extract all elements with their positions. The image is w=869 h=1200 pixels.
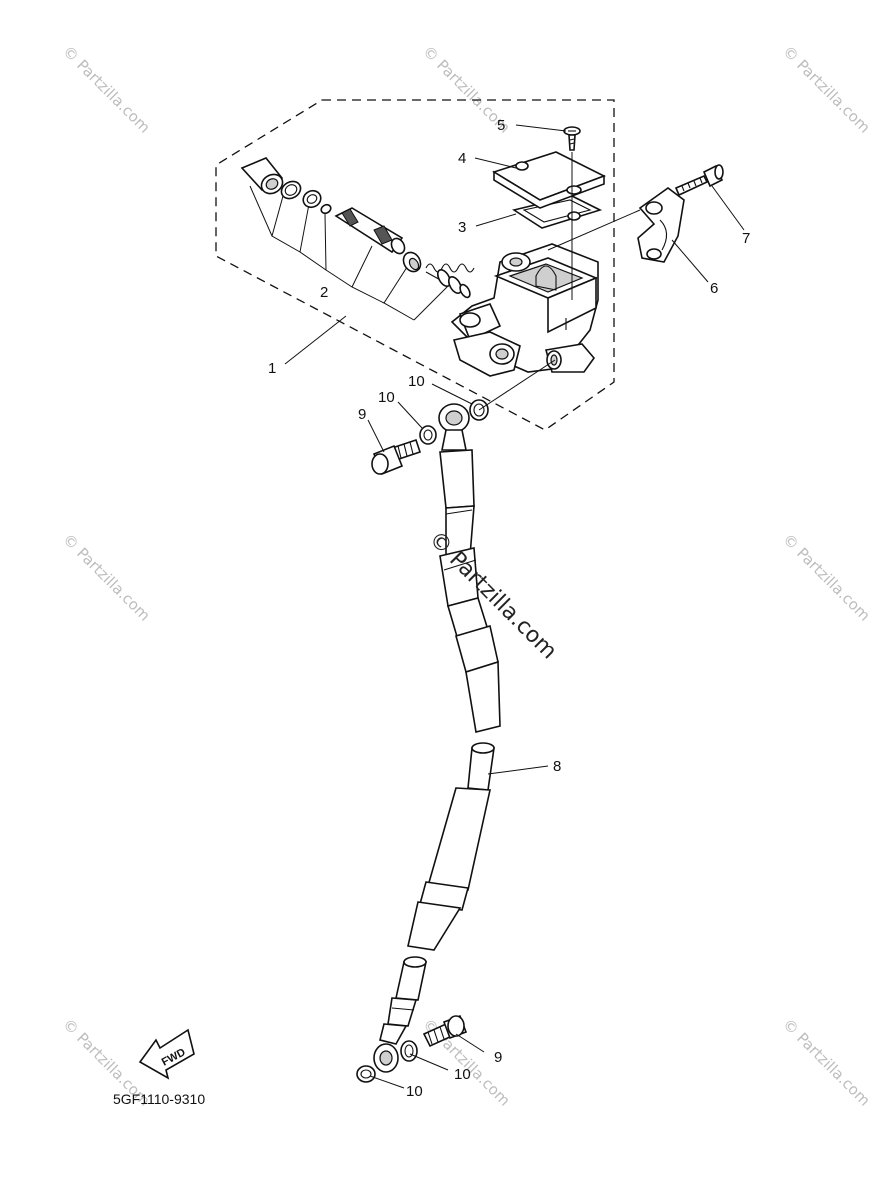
lower-banjo-assembly bbox=[356, 1014, 468, 1083]
washer bbox=[302, 189, 322, 209]
reservoir-cap bbox=[492, 151, 606, 209]
circlip bbox=[280, 180, 302, 200]
piston bbox=[334, 207, 406, 255]
assembly-outline bbox=[215, 99, 615, 431]
callout-4: 4 bbox=[458, 150, 466, 167]
callout-3: 3 bbox=[458, 219, 466, 236]
watermark-bottom-right: © Partzilla.com bbox=[779, 1015, 869, 1110]
piston-kit-bracket bbox=[249, 185, 453, 321]
bracket-alignment-line bbox=[547, 209, 641, 251]
watermark-mid-left: © Partzilla.com bbox=[59, 530, 154, 625]
clamp-bracket bbox=[637, 187, 685, 263]
lower-banjo-fitting bbox=[373, 1043, 399, 1073]
upper-banjo-assembly bbox=[371, 359, 556, 476]
callout-7: 7 bbox=[742, 230, 750, 247]
callout-10-upper-right: 10 bbox=[408, 373, 425, 390]
piston-kit bbox=[240, 157, 475, 299]
upper-washer-left bbox=[419, 425, 437, 445]
watermark-top-right: © Partzilla.com bbox=[779, 42, 869, 137]
upper-banjo-fitting bbox=[438, 403, 470, 451]
callout-2: 2 bbox=[320, 284, 328, 301]
callouts: 1 2 3 4 5 6 7 8 9 9 10 10 10 10 bbox=[268, 117, 750, 1100]
callout-10-lower-left: 10 bbox=[406, 1083, 423, 1100]
callout-9-lower: 9 bbox=[494, 1049, 502, 1066]
forward-arrow-icon: FWD bbox=[138, 1028, 195, 1080]
leader-lines bbox=[284, 124, 745, 1089]
callout-10-lower-right: 10 bbox=[454, 1066, 471, 1083]
diagram-code: 5GF1110-9310 bbox=[113, 1091, 205, 1107]
lower-washer-right bbox=[400, 1040, 418, 1062]
lower-washer-left bbox=[356, 1065, 376, 1083]
upper-banjo-bolt bbox=[371, 438, 422, 476]
o-ring bbox=[320, 203, 332, 215]
watermark-top-left: © Partzilla.com bbox=[59, 42, 154, 137]
callout-1: 1 bbox=[268, 360, 276, 377]
callout-5: 5 bbox=[497, 117, 505, 134]
cap-screw bbox=[563, 126, 581, 151]
watermark-mid-right: © Partzilla.com bbox=[779, 530, 869, 625]
callout-8: 8 bbox=[553, 758, 561, 775]
master-cylinder-body bbox=[450, 243, 599, 377]
clamp-bolt bbox=[674, 164, 724, 197]
brake-hose-lower bbox=[379, 742, 495, 1045]
brake-hose-upper bbox=[439, 449, 501, 733]
cup bbox=[402, 251, 422, 273]
spring bbox=[425, 263, 475, 299]
callout-9-upper: 9 bbox=[358, 406, 366, 423]
dust-boot bbox=[240, 157, 284, 195]
callout-10-upper-left: 10 bbox=[378, 389, 395, 406]
lower-banjo-bolt bbox=[422, 1014, 468, 1048]
callout-6: 6 bbox=[710, 280, 718, 297]
